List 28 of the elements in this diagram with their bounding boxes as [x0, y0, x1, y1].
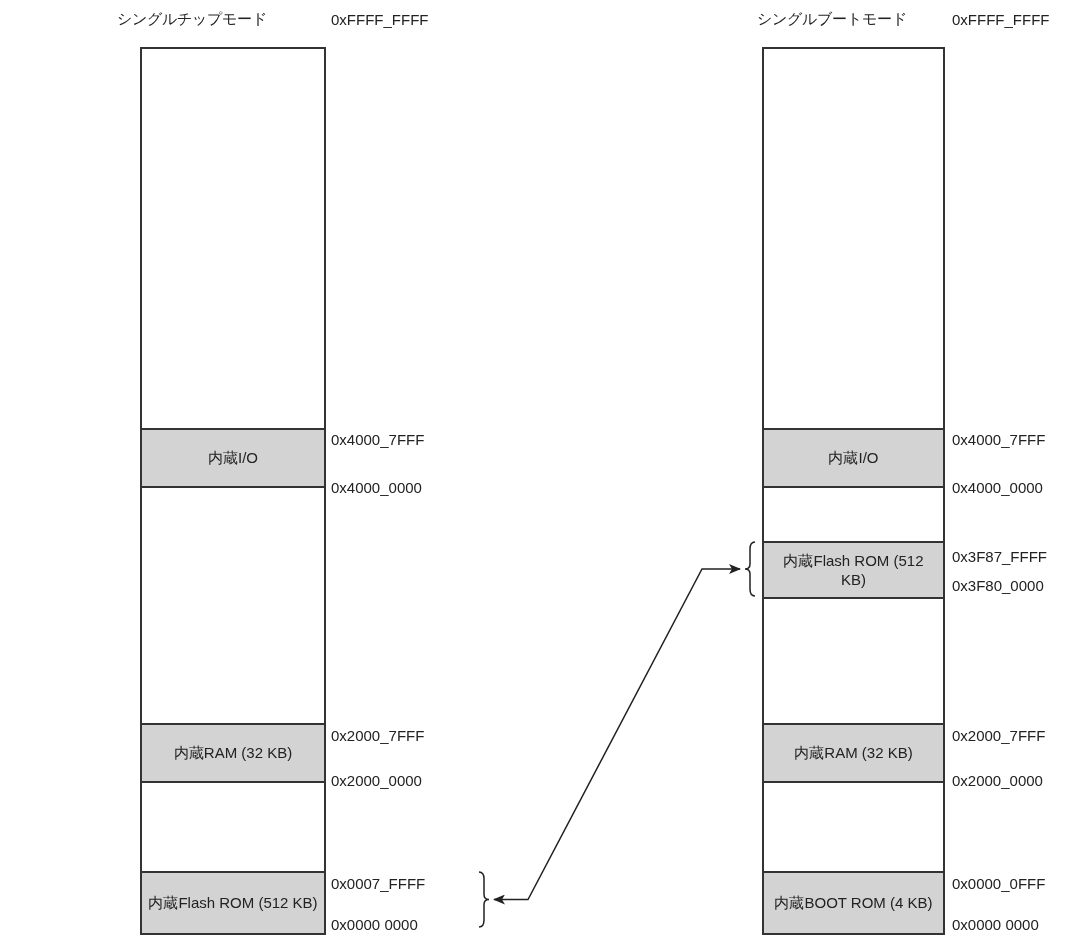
address-label: 0xFFFF_FFFF — [952, 11, 1050, 29]
address-label: 0x0000 0000 — [331, 916, 418, 934]
address-label: 0x0007_FFFF — [331, 875, 426, 893]
address-label: 0x0000_0FFF — [952, 875, 1046, 893]
curly-bracket — [478, 871, 490, 928]
memory-region: 内蔵Flash ROM (512 KB) — [142, 871, 324, 935]
memory-region: 内蔵I/O — [764, 428, 943, 488]
memory-region: 内蔵RAM (32 KB) — [142, 723, 324, 783]
address-label: 0x4000_0000 — [331, 479, 422, 497]
address-label: 0x3F80_0000 — [952, 577, 1044, 595]
address-label: 0x2000_7FFF — [331, 727, 425, 745]
address-label: 0x4000_7FFF — [952, 431, 1046, 449]
address-label: 0x4000_0000 — [952, 479, 1043, 497]
column-title: シングルブートモード — [757, 10, 907, 29]
curly-bracket — [744, 541, 756, 597]
memory-region: 内蔵RAM (32 KB) — [764, 723, 943, 783]
memory-region: 内蔵BOOT ROM (4 KB) — [764, 871, 943, 935]
memory-region: 内蔵Flash ROM (512 KB) — [764, 541, 943, 599]
column-title: シングルチップモード — [117, 10, 267, 29]
address-label: 0xFFFF_FFFF — [331, 11, 429, 29]
double-arrow — [493, 564, 741, 905]
address-label: 0x2000_0000 — [952, 772, 1043, 790]
address-label: 0x3F87_FFFF — [952, 548, 1048, 566]
address-label: 0x2000_0000 — [331, 772, 422, 790]
address-label: 0x4000_7FFF — [331, 431, 425, 449]
address-label: 0x0000 0000 — [952, 916, 1039, 934]
memory-region: 内蔵I/O — [142, 428, 324, 488]
address-label: 0x2000_7FFF — [952, 727, 1046, 745]
